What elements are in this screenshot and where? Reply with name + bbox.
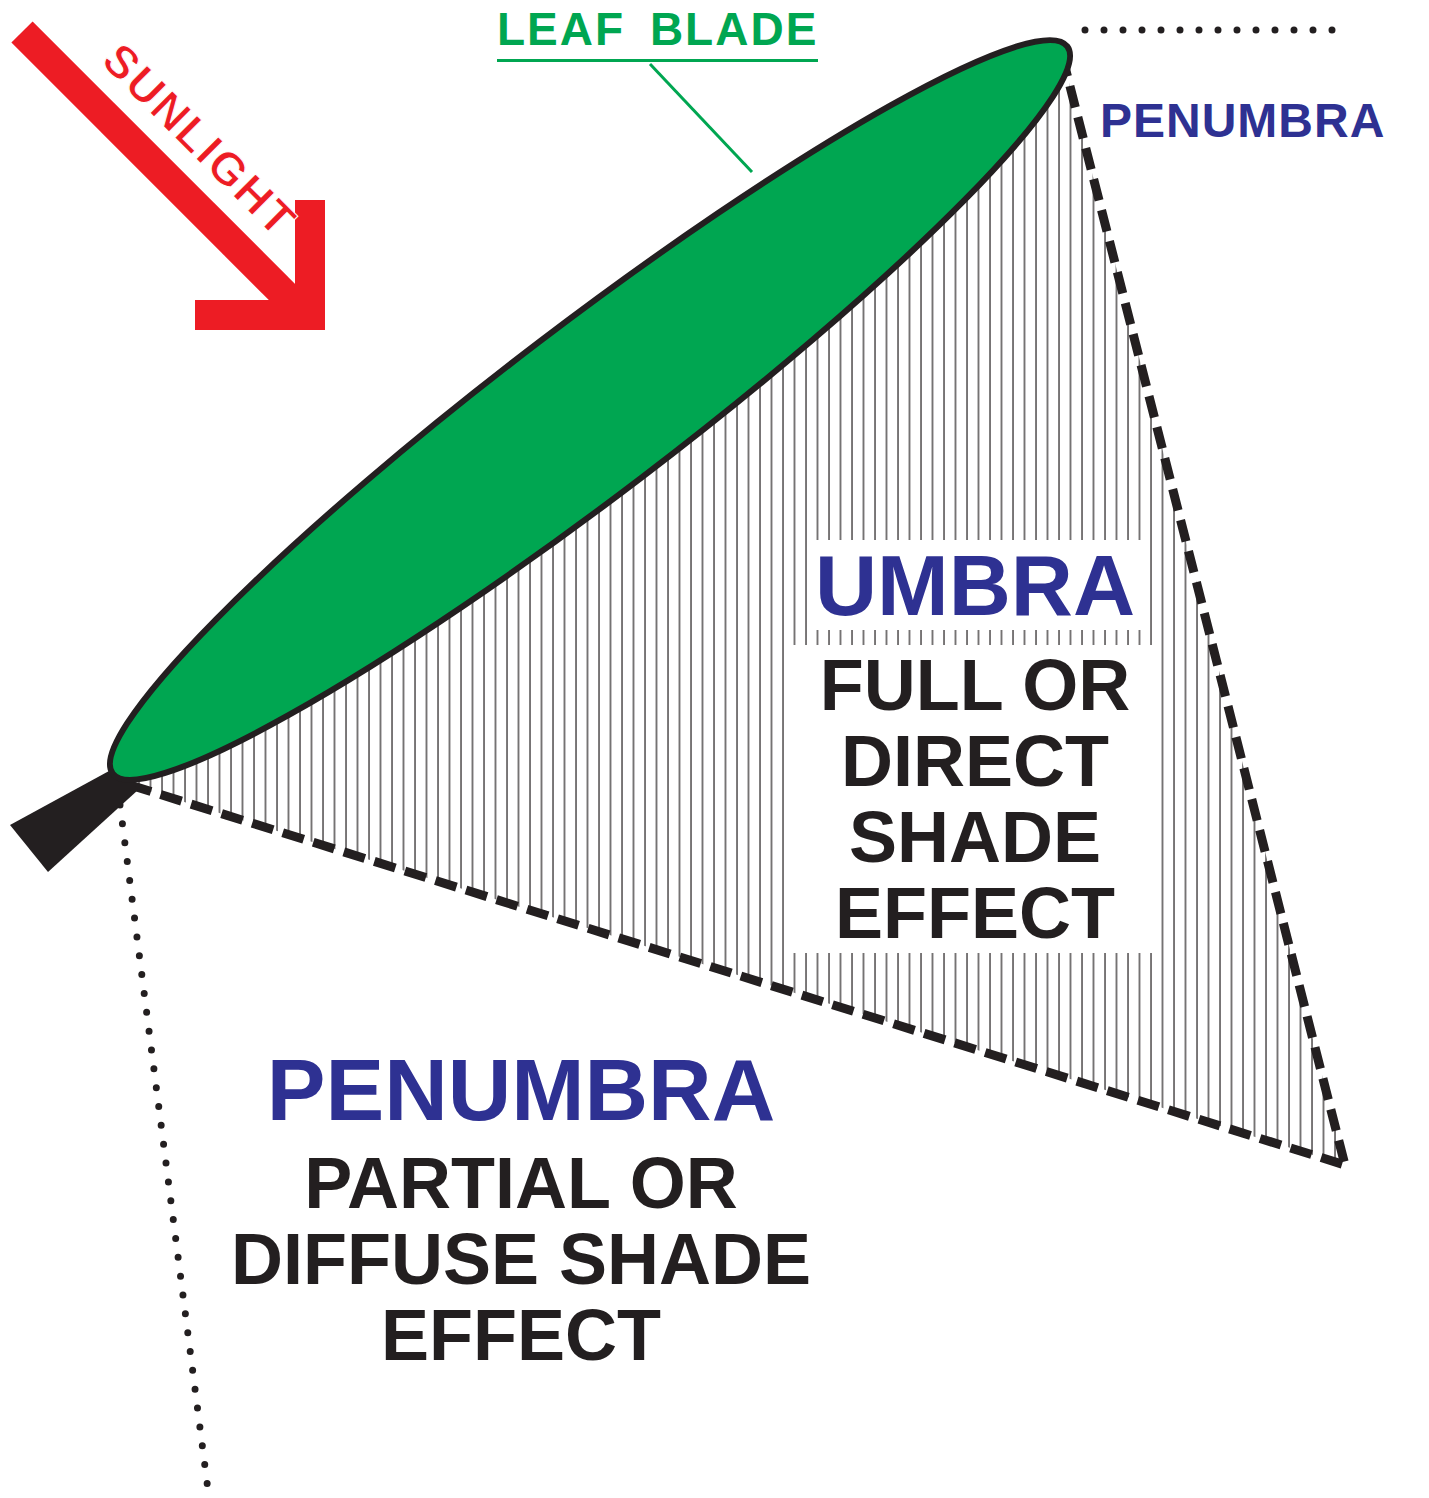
region-label: UMBRA xyxy=(809,540,1141,630)
umbra-boundary xyxy=(130,785,1345,1165)
region-label: PENUMBRA xyxy=(267,1042,775,1139)
region-label: PENUMBRA xyxy=(1100,95,1385,148)
part-label: LEAF BLADE xyxy=(497,4,818,62)
leader-line xyxy=(650,64,752,172)
region-description: PARTIAL OR DIFFUSE SHADE EFFECT xyxy=(211,1145,831,1373)
penumbra-boundary xyxy=(120,805,208,1490)
region-description: FULL OR DIRECT SHADE EFFECT xyxy=(789,645,1161,953)
penumbra-boundary xyxy=(1085,27,1345,34)
